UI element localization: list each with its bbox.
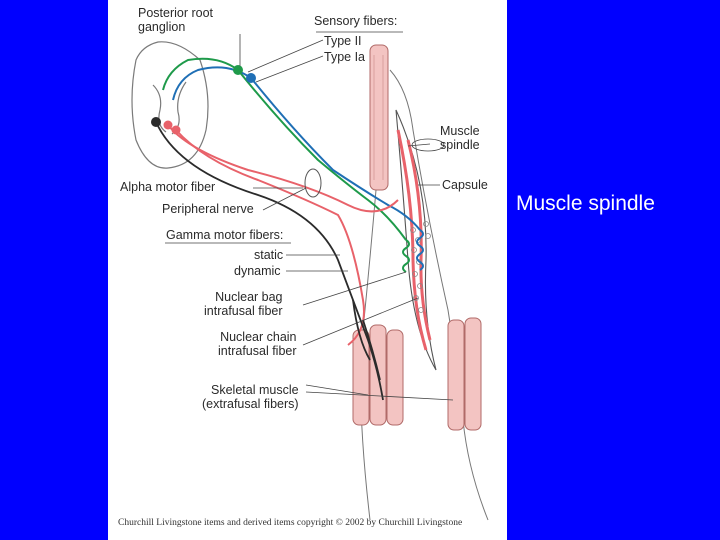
label-skeletal-muscle: Skeletal muscle (extrafusal fibers) bbox=[202, 383, 299, 411]
label-dynamic: dynamic bbox=[234, 264, 281, 278]
type-ii-fiber bbox=[162, 57, 407, 241]
label-posterior-root-ganglion: Posterior root ganglion bbox=[138, 6, 214, 34]
label-nuclear-chain: Nuclear chain intrafusal fiber bbox=[218, 330, 297, 358]
ganglion-cell-type-ia bbox=[246, 73, 256, 83]
label-sensory-fibers: Sensory fibers: bbox=[314, 14, 398, 28]
alpha-neuron bbox=[151, 117, 161, 127]
leader-lines bbox=[165, 31, 454, 401]
label-muscle-spindle: Muscle spindle bbox=[440, 124, 480, 152]
label-alpha-motor-fiber: Alpha motor fiber bbox=[120, 180, 216, 194]
label-capsule: Capsule bbox=[442, 178, 488, 192]
label-type-ii: Type II bbox=[324, 34, 362, 48]
lower-extrafusal-fibers bbox=[352, 317, 482, 431]
upper-extrafusal-fiber bbox=[369, 44, 389, 191]
spindle-capsule bbox=[395, 109, 437, 371]
label-type-ia: Type Ia bbox=[324, 50, 365, 64]
copyright-notice: Churchill Livingstone items and derived … bbox=[118, 518, 463, 528]
ganglion-cell-type-ii bbox=[233, 65, 243, 75]
peripheral-nerve-sheath bbox=[304, 168, 322, 198]
label-static: static bbox=[254, 248, 284, 262]
label-gamma-motor-fibers: Gamma motor fibers: bbox=[166, 228, 284, 242]
gamma-neuron-1 bbox=[163, 120, 173, 130]
gamma-neuron-2 bbox=[171, 125, 181, 135]
slide-title: Muscle spindle bbox=[516, 192, 655, 215]
label-peripheral-nerve: Peripheral nerve bbox=[162, 202, 254, 216]
muscle-spindle-diagram bbox=[131, 31, 489, 521]
label-nuclear-bag: Nuclear bag intrafusal fiber bbox=[204, 290, 283, 318]
gamma-motor-fibers bbox=[167, 124, 399, 346]
alpha-motor-fiber bbox=[155, 121, 384, 401]
figure-panel: Posterior root ganglion Sensory fibers: … bbox=[108, 0, 507, 540]
